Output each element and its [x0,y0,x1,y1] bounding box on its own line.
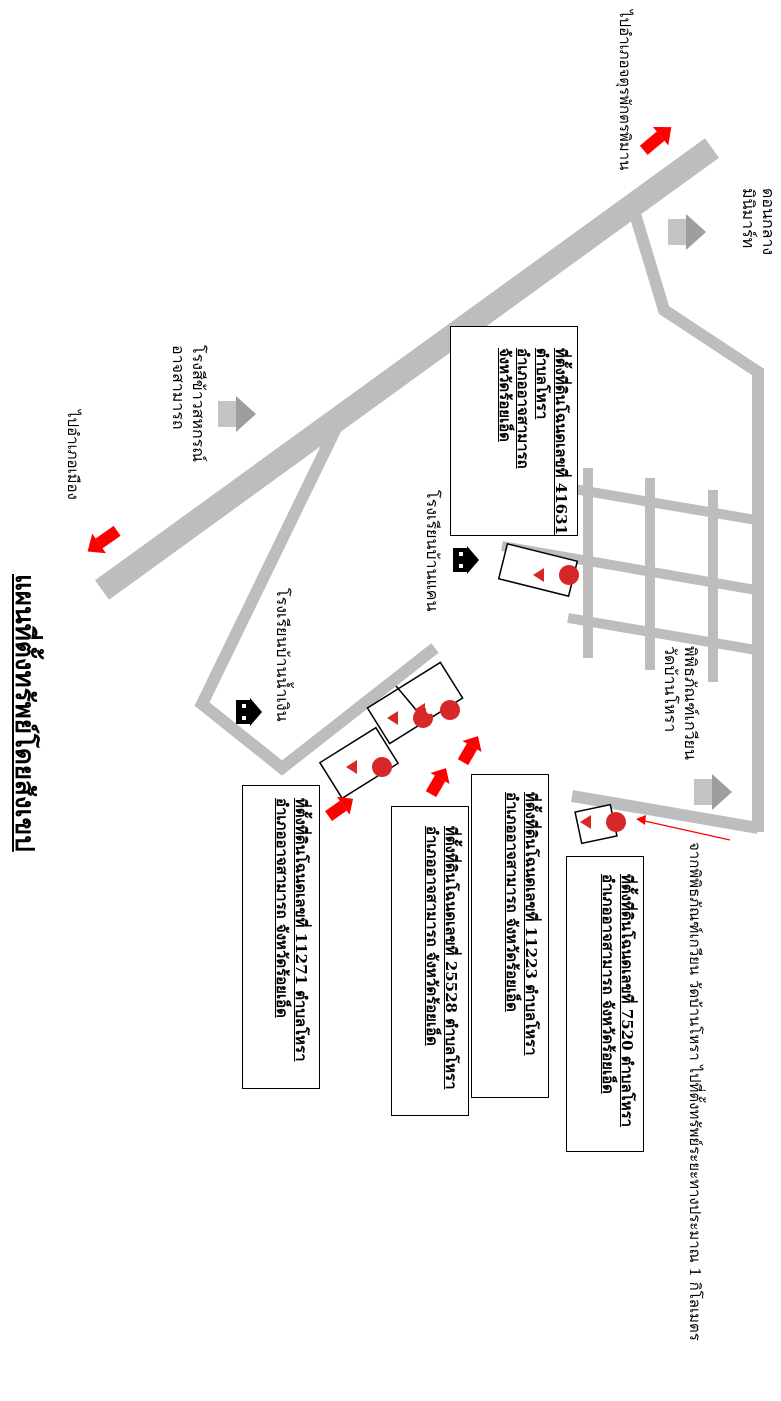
parcel-7520-box [566,856,644,1152]
parcel-25528-box [391,806,469,1116]
direction-label-top: ไปอำเภอจตุรพักตรพิมาน [616,10,634,171]
parcel-41631-box [450,326,578,536]
parcel-11223-label: ที่ตั้งที่ดินโฉนดเลขที่ 11223 ตำบลโหรา อ… [503,792,540,1056]
parcel-11271-label: ที่ตั้งที่ดินโฉนดเลขที่ 11271 ตำบลโหรา อ… [273,798,310,1062]
landmark-rice-mill: โรงสีข้าวสหกรณ์ อาจสามารถ [169,345,208,463]
parcel-11271-plot[interactable] [318,726,400,800]
landmark-don-klang: ดอนกลาง มินิมาร์ท [739,188,778,256]
parcel-41631-label: ที่ตั้งที่ดินโฉนดเลขที่ 41631 ตำบลโหรา อ… [495,348,570,535]
road-loop-west [194,417,439,776]
parcel-11271-box [242,785,320,1089]
parcel-25528-label: ที่ตั้งที่ดินโฉนดเลขที่ 25528 ตำบลโหรา อ… [423,826,460,1090]
landmark-school-ban-nam-ngoen: โรงเรียนบ้านน้ำเงิน [273,588,292,722]
landmark-school-ban-khaen: โรงเรียนบ้านแคน [423,490,442,612]
parcel-11223-box [471,774,549,1098]
landmark-museum-temple: พิพิธภัณฑ์เกวียน วัดบ้านโหรา [661,646,700,760]
village-road-grid [501,468,757,682]
page-title: แผนที่ตั้งทรัพย์โดยสังเขป [9,574,39,852]
road-east [570,202,764,834]
main-highway [94,138,720,600]
school-icon [236,546,479,726]
pointer-arrowhead [636,815,646,825]
distance-footnote: จากพิพิธภัณฑ์เกวียน วัดบ้านโหรา ไปที่ตั้… [686,842,704,1341]
direction-label-bottom: ไปอำเภอเมือง [64,410,82,500]
pointer-line [639,819,731,841]
location-pin-icon [346,565,626,833]
direction-arrow-icon [87,126,672,821]
parcel-7520-label: ที่ตั้งที่ดินโฉนดเลขที่ 7520 ตำบลโหรา อำ… [599,874,636,1128]
house-icon [218,214,732,810]
